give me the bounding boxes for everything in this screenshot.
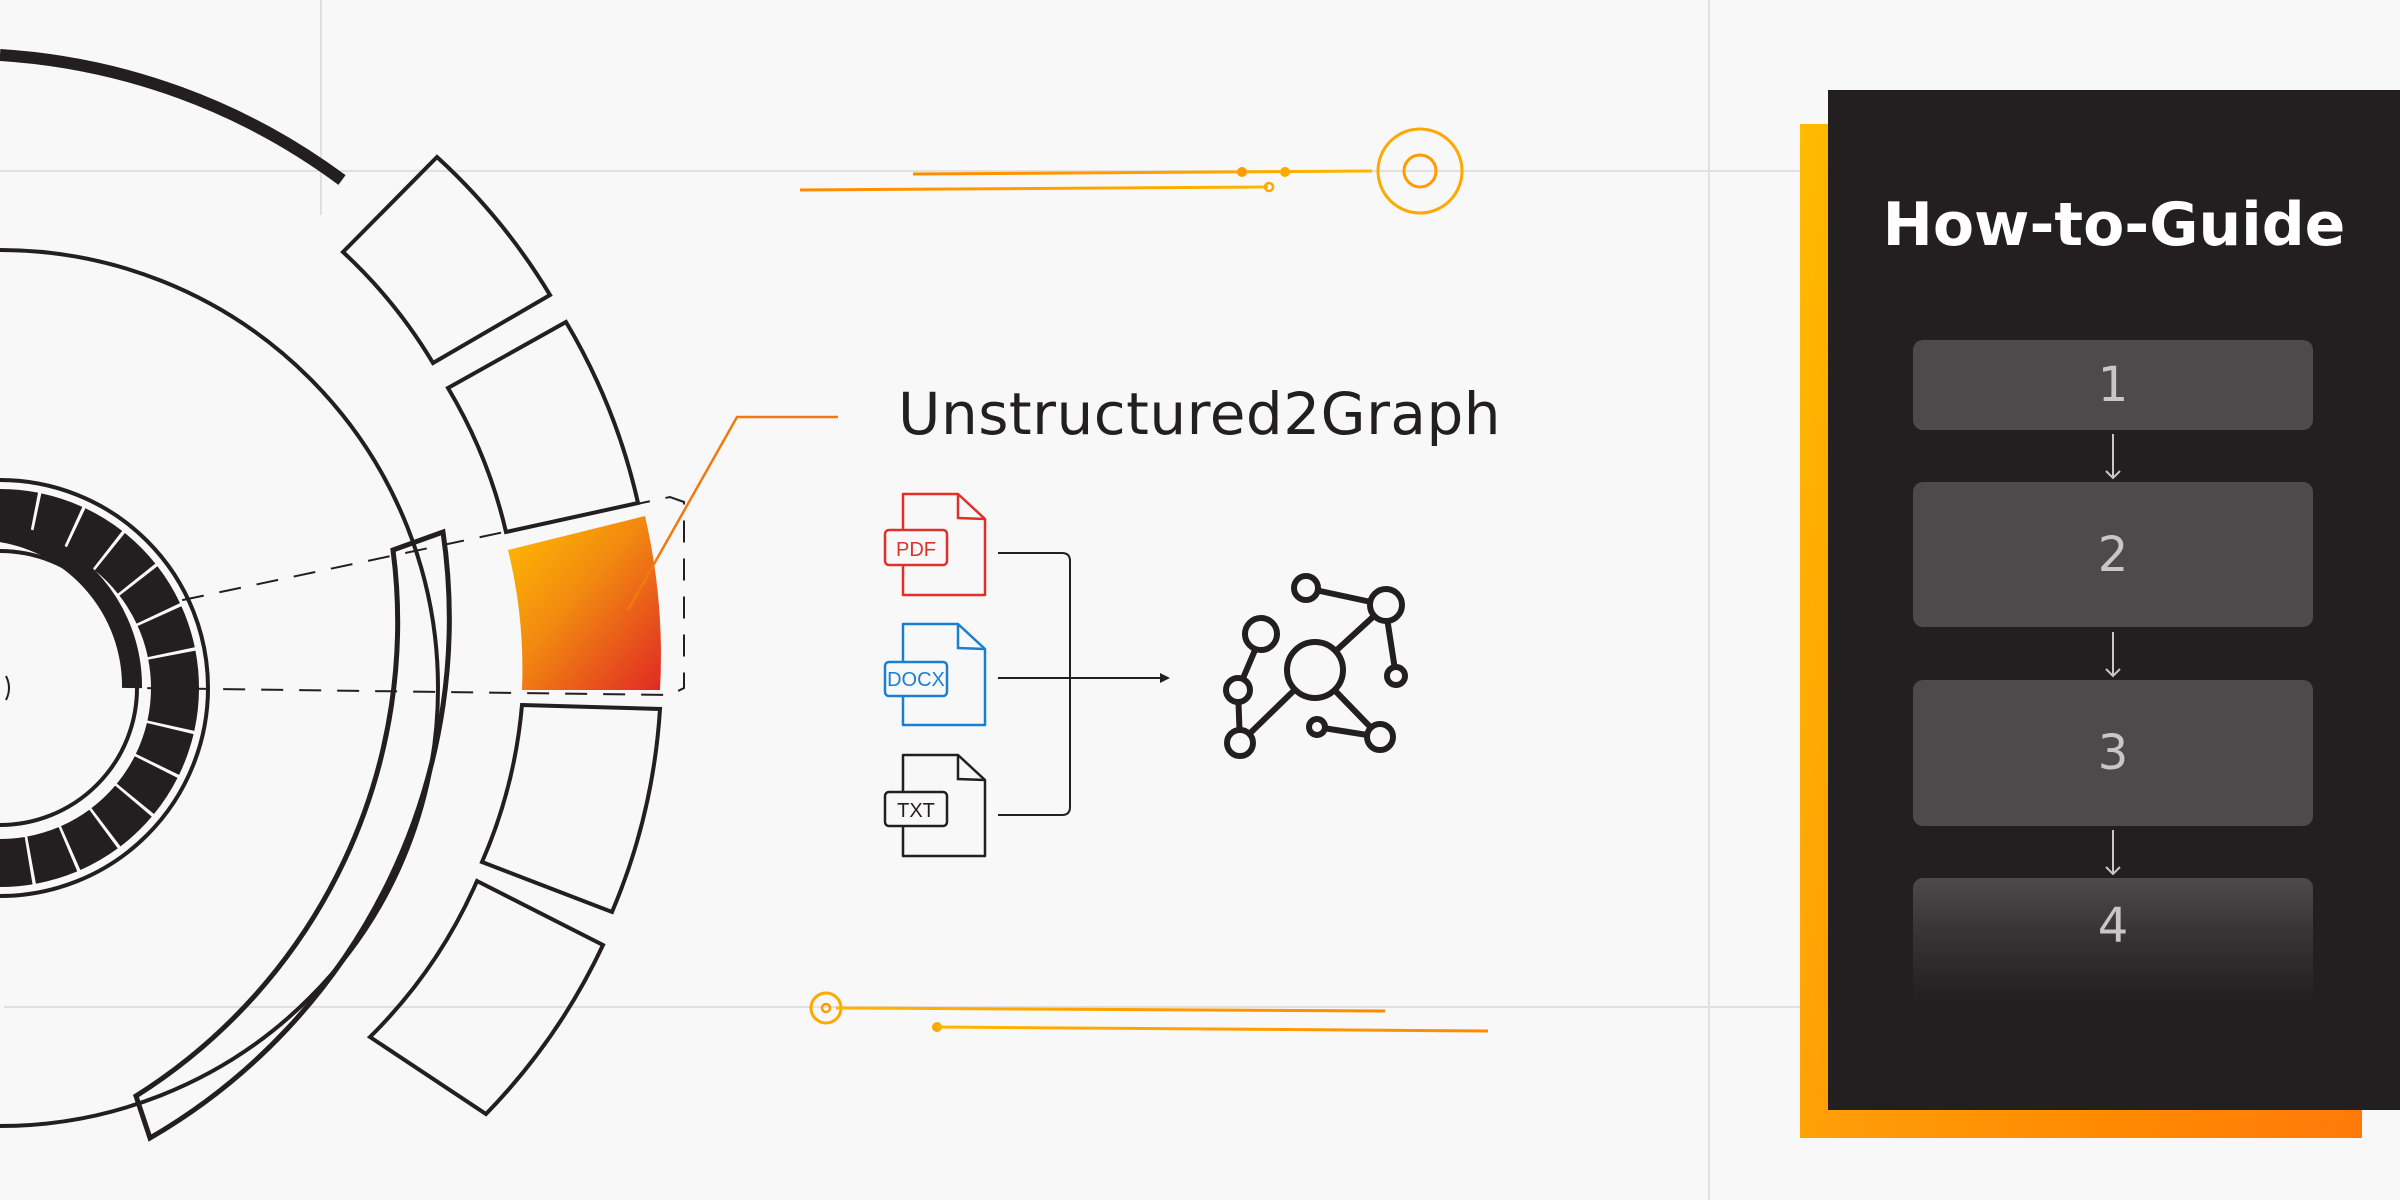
arrow-down-icon <box>2105 830 2121 876</box>
outer-thick-arc <box>0 49 346 185</box>
arrow-right-icon <box>1160 673 1170 683</box>
segment-block <box>366 878 606 1117</box>
grid-line-vertical <box>320 0 322 215</box>
svg-text:DOCX: DOCX <box>887 669 945 691</box>
callout-line <box>626 415 838 611</box>
highlighted-segment <box>508 516 661 690</box>
pdf-file-icon <box>883 492 987 597</box>
segment-block <box>340 154 553 366</box>
segmented-band <box>0 489 199 887</box>
innermost-ring <box>0 549 139 827</box>
dial-decoration <box>0 49 838 1142</box>
inner-band-arc <box>133 528 452 1142</box>
grid-line-horizontal <box>0 170 1830 172</box>
guide-step-1[interactable]: 1 <box>1913 340 2313 430</box>
merge-connector <box>998 552 1160 816</box>
docx-file-icon <box>883 622 987 727</box>
arrow-down-icon <box>2105 632 2121 678</box>
txt-file-icon <box>883 753 987 858</box>
conversion-diagram: PDF DOCX TXT <box>883 492 1408 858</box>
dashed-selection <box>139 495 685 697</box>
page-title: Unstructured2Graph <box>898 380 1502 448</box>
orange-accent-lines <box>799 127 1489 1033</box>
thick-partial-ring <box>0 522 143 689</box>
target-circle-icon <box>1376 127 1464 215</box>
large-ring <box>0 248 440 1128</box>
guide-step-2[interactable]: 2 <box>1913 482 2313 627</box>
guide-step-4[interactable]: 4 <box>1913 878 2313 1003</box>
guide-step-3[interactable]: 3 <box>1913 680 2313 826</box>
step-number: 1 <box>2097 357 2129 413</box>
segment-block <box>479 702 663 915</box>
how-to-guide-panel: How-to-Guide 1 2 3 4 <box>1828 90 2400 1110</box>
grid-line-vertical <box>1708 0 1710 1200</box>
svg-text:PDF: PDF <box>896 539 936 561</box>
inner-ring <box>0 478 210 898</box>
svg-text:TXT: TXT <box>897 800 935 822</box>
knowledge-graph-icon <box>1223 573 1408 759</box>
step-number: 4 <box>2097 897 2129 954</box>
step-number: 2 <box>2097 526 2129 583</box>
guide-title: How-to-Guide <box>1882 190 2346 260</box>
arrow-down-icon <box>2105 434 2121 480</box>
step-number: 3 <box>2097 725 2129 781</box>
